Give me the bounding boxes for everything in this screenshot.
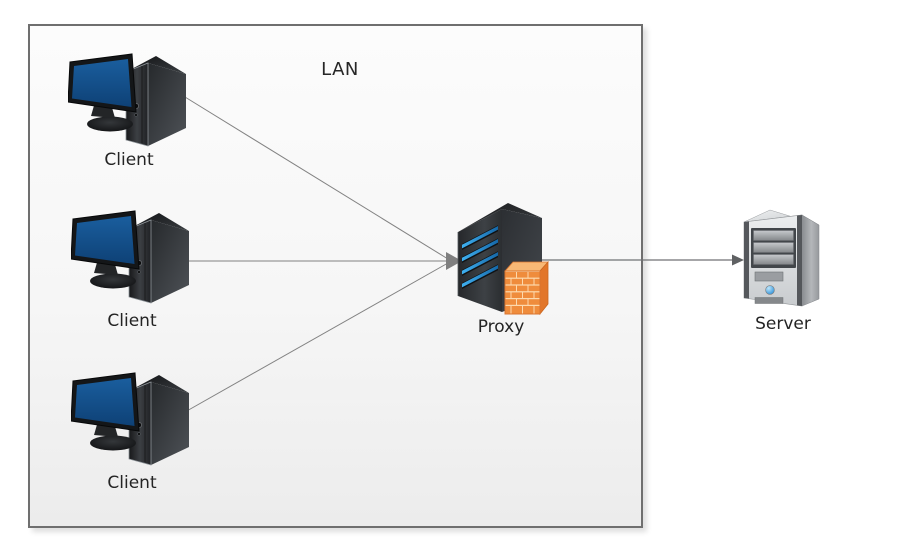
client2-label: Client bbox=[107, 311, 157, 331]
client-computer-icon bbox=[70, 372, 190, 466]
proxy-server-icon bbox=[457, 203, 549, 316]
firewall-icon bbox=[504, 260, 549, 316]
server-drive-bays bbox=[751, 228, 796, 268]
node-client1[interactable] bbox=[67, 50, 190, 154]
client1-label: Client bbox=[104, 150, 154, 170]
node-client2[interactable] bbox=[70, 207, 193, 311]
client-computer-icon bbox=[70, 210, 190, 304]
server-power-button bbox=[765, 285, 775, 295]
client3-label: Client bbox=[107, 473, 157, 493]
server-label: Server bbox=[755, 314, 811, 334]
client-computer-icon bbox=[67, 53, 186, 147]
lan-label: LAN bbox=[321, 59, 359, 80]
proxy-drive-bays bbox=[462, 225, 498, 289]
server-tower-icon bbox=[743, 209, 820, 307]
node-server[interactable] bbox=[740, 206, 825, 315]
node-proxy[interactable] bbox=[450, 200, 550, 324]
node-client3[interactable] bbox=[70, 369, 193, 473]
proxy-label: Proxy bbox=[477, 317, 525, 337]
